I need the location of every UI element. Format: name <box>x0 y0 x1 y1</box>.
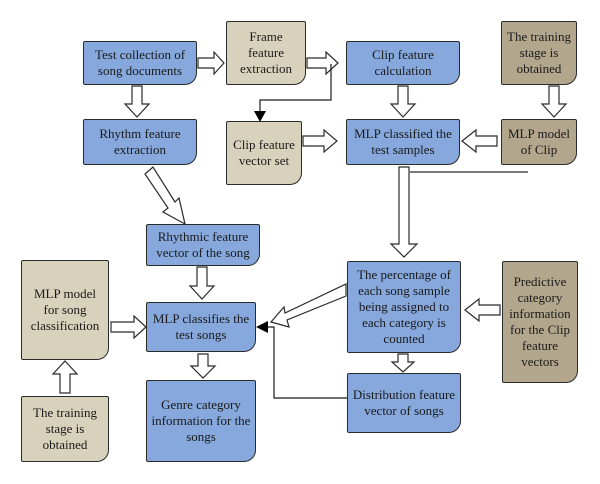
box-mlp-model-song: MLP model for song classification <box>21 260 109 360</box>
line-clipcalc-to-clipset <box>259 64 332 112</box>
box-genre-category-label: Genre category information for the songs <box>151 397 251 444</box>
arrow-mlptest-to-percentage <box>389 166 419 258</box>
arrow-mlpmodel-to-mlpsongs <box>110 314 147 340</box>
arrow-test-to-frame <box>197 50 225 76</box>
box-clip-feature-calc-label: Clip feature calculation <box>372 47 434 78</box>
box-mlp-model-song-label: MLP model for song classification <box>30 286 100 333</box>
box-training-stage-top: The training stage is obtained <box>501 21 577 85</box>
box-rhythmic-feature-vector: Rhythmic feature vector of the song <box>146 224 260 266</box>
box-rhythm-feature: Rhythm feature extraction <box>83 119 197 165</box>
box-training-stage-top-label: The training stage is obtained <box>507 29 571 76</box>
box-frame-feature: Frame feature extraction <box>226 21 306 85</box>
box-genre-category: Genre category information for the songs <box>146 380 256 462</box>
box-mlp-classifies-songs: MLP classifies the test songs <box>146 302 256 352</box>
arrowhead-mlpsongs <box>256 321 268 333</box>
arrowhead-clipset <box>254 111 266 122</box>
arrow-percentage-to-mlpsongs <box>269 283 347 328</box>
box-test-collection: Test collection of song documents <box>83 41 197 85</box>
box-training-stage-bottom-label: The training stage is obtained <box>33 405 97 452</box>
box-predictive-category: Predictive category information for the … <box>502 261 578 383</box>
arrow-predictive-to-percentage <box>464 297 501 323</box>
arrow-clipset-to-mlptest <box>302 128 338 154</box>
box-percentage-counted: The percentage of each song sample being… <box>347 261 461 353</box>
box-clip-feature-vector-set: Clip feature vector set <box>226 121 302 185</box>
arrow-clipcalc-to-mlptest <box>389 85 417 118</box>
box-rhythm-feature-label: Rhythm feature extraction <box>99 126 181 157</box>
box-distribution-feature-label: Distribution feature vector of songs <box>352 387 456 418</box>
arrow-vector-to-mlpsongs <box>188 266 216 300</box>
box-clip-feature-vector-set-label: Clip feature vector set <box>233 137 295 168</box>
box-rhythmic-feature-vector-label: Rhythmic feature vector of the song <box>156 229 250 260</box>
arrow-mlpclip-to-mlptest <box>461 128 498 154</box>
arrow-percentage-to-distribution <box>390 353 416 373</box>
line-distribution-to-mlpsongs <box>266 326 347 399</box>
box-mlp-classifies-songs-label: MLP classifies the test songs <box>152 311 250 342</box>
box-mlp-classified-test: MLP classified the test samples <box>346 119 460 165</box>
arrow-test-to-rhythm <box>123 85 151 118</box>
box-frame-feature-label: Frame feature extraction <box>240 29 292 76</box>
box-clip-feature-calc: Clip feature calculation <box>346 41 460 85</box>
arrow-frame-to-clipcalc <box>306 50 339 76</box>
box-training-stage-bottom: The training stage is obtained <box>21 396 109 462</box>
box-mlp-classified-test-label: MLP classified the test samples <box>354 126 452 157</box>
box-predictive-category-label: Predictive category information for the … <box>509 274 571 369</box>
arrow-training-to-mlpclip <box>540 85 568 118</box>
box-mlp-model-clip-label: MLP model of Clip <box>508 126 570 157</box>
box-mlp-model-clip: MLP model of Clip <box>501 119 577 165</box>
box-distribution-feature: Distribution feature vector of songs <box>347 373 461 433</box>
arrow-rhythm-to-vector <box>144 166 186 226</box>
arrow-mlpsongs-to-genre <box>189 353 217 379</box>
box-percentage-counted-label: The percentage of each song sample being… <box>357 267 451 346</box>
box-test-collection-label: Test collection of song documents <box>94 47 186 78</box>
arrow-training-to-mlpmodel <box>51 360 79 394</box>
